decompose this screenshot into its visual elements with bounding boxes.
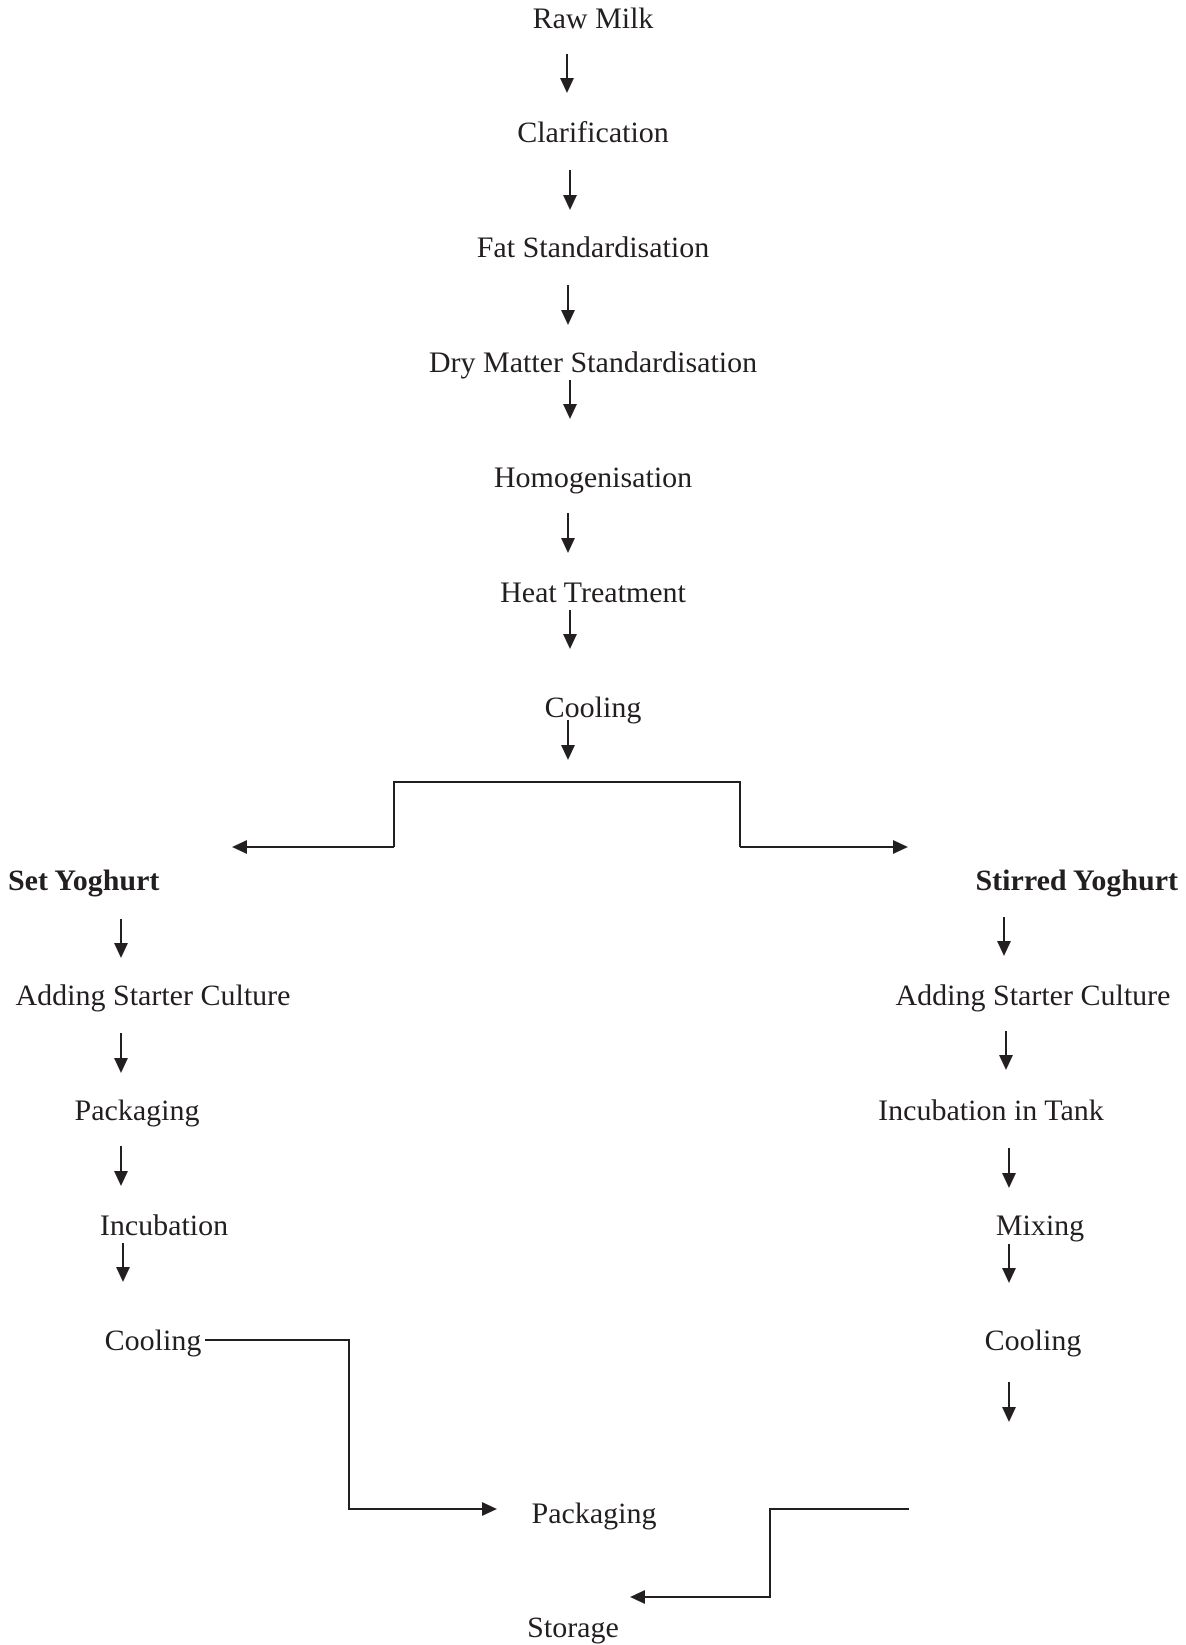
- arrow-down: [561, 720, 575, 760]
- set-to-packaging-connector: [205, 1339, 497, 1516]
- arrow-down: [116, 1243, 130, 1282]
- stirred-step-adding-starter-culture: Adding Starter Culture: [896, 979, 1171, 1012]
- step-fat-standardisation: Fat Standardisation: [477, 231, 709, 264]
- arrow-down: [561, 285, 575, 325]
- arrow-down: [561, 513, 575, 553]
- set-step-cooling: Cooling: [105, 1324, 202, 1357]
- step-cooling: Cooling: [545, 691, 642, 724]
- arrow-to-stirred-yoghurt: [740, 840, 908, 854]
- final-step-storage: Storage: [527, 1611, 619, 1644]
- stirred-to-storage-connector: [630, 1508, 909, 1604]
- set-step-packaging: Packaging: [75, 1094, 200, 1127]
- arrow-down: [997, 917, 1011, 956]
- step-raw-milk: Raw Milk: [533, 2, 654, 35]
- arrow-down: [1002, 1382, 1016, 1422]
- arrow-down: [563, 170, 577, 210]
- stirred-step-incubation-in-tank: Incubation in Tank: [878, 1094, 1104, 1127]
- step-heat-treatment: Heat Treatment: [500, 576, 686, 609]
- arrow-down: [114, 1033, 128, 1073]
- stirred-arrows: [997, 917, 1016, 1422]
- step-clarification: Clarification: [517, 116, 669, 149]
- arrow-down: [999, 1031, 1013, 1070]
- arrow-down: [563, 610, 577, 649]
- main-arrows: [560, 54, 577, 760]
- step-homogenisation: Homogenisation: [494, 461, 692, 494]
- arrow-down: [1002, 1244, 1016, 1283]
- set-yoghurt-title: Set Yoghurt: [8, 864, 159, 897]
- set-step-incubation: Incubation: [100, 1209, 228, 1242]
- step-dry-matter-standardisation: Dry Matter Standardisation: [429, 346, 757, 379]
- arrow-down: [114, 1146, 128, 1186]
- arrow-down: [114, 919, 128, 958]
- stirred-step-mixing: Mixing: [996, 1209, 1084, 1242]
- final-step-packaging: Packaging: [532, 1497, 657, 1530]
- set-step-adding-starter-culture: Adding Starter Culture: [16, 979, 291, 1012]
- arrow-down: [560, 54, 574, 93]
- stirred-yoghurt-title: Stirred Yoghurt: [976, 864, 1179, 897]
- arrow-to-set-yoghurt: [232, 840, 394, 854]
- arrow-down: [563, 380, 577, 419]
- arrow-down: [1002, 1148, 1016, 1188]
- set-arrows: [114, 919, 130, 1282]
- stirred-step-cooling: Cooling: [985, 1324, 1082, 1357]
- split-connector: [232, 781, 908, 854]
